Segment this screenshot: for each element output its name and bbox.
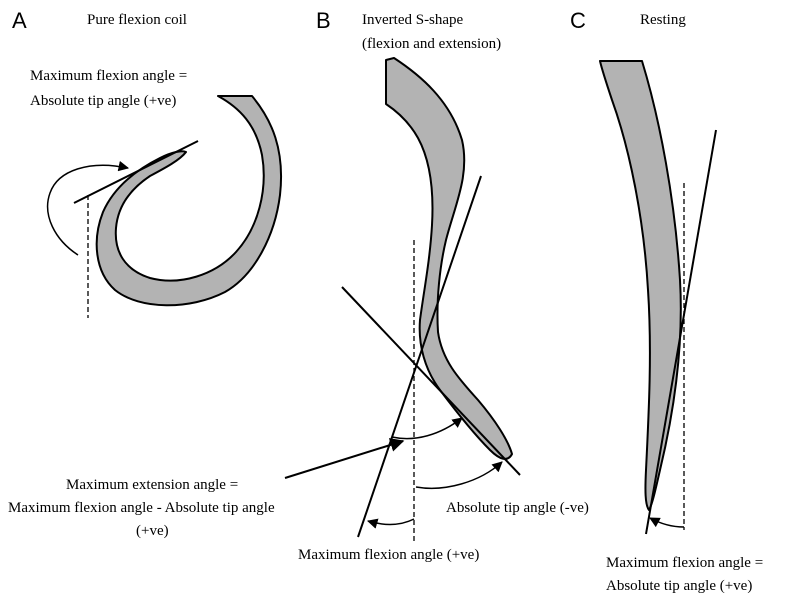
panel-c-tip-tangent (645, 129, 717, 535)
panel-c-letter: C (570, 8, 586, 33)
panel-b-flexion-tangent (357, 175, 482, 538)
panel-b-tip-tangent (341, 286, 521, 476)
panel-b-title-line2: (flexion and extension) (362, 36, 501, 52)
panel-b-extension-arc (391, 417, 463, 440)
panel-b-letter: B (316, 8, 331, 33)
panel-a-coil-shape (95, 95, 283, 307)
panel-a-angle-arrow (46, 160, 130, 256)
panel-b-extension-line3: (+ve) (136, 523, 169, 539)
panel-a-letter: A (12, 8, 27, 33)
panel-b-extension-pointer (284, 438, 405, 479)
panel-a: A Pure flexion coil Maximum flexion angl… (12, 8, 283, 318)
panel-a-title: Pure flexion coil (87, 12, 187, 28)
panel-b-flexion-angle-label: Maximum flexion angle (+ve) (298, 547, 479, 563)
panel-c: C Resting Maximum flexion angle = Absolu… (570, 8, 763, 594)
panel-b-extension-line1: Maximum extension angle = (66, 477, 238, 493)
panel-b-tip-angle-label: Absolute tip angle (-ve) (446, 500, 589, 516)
panel-b: B Inverted S-shape (flexion and extensio… (8, 8, 589, 563)
panel-c-resting-shape (599, 60, 682, 511)
panel-c-angle-arrow (649, 517, 685, 528)
panel-b-extension-line2: Maximum flexion angle - Absolute tip ang… (8, 500, 275, 516)
panel-a-note-line1: Maximum flexion angle = (30, 68, 187, 84)
panel-b-tip-angle-arc (415, 461, 503, 489)
panel-b-flexion-arc (366, 518, 415, 529)
panel-b-s-shape (385, 57, 513, 460)
panel-a-tip-tangent (73, 140, 199, 204)
panel-a-note-line2: Absolute tip angle (+ve) (30, 93, 176, 109)
panel-c-note-line2: Absolute tip angle (+ve) (606, 578, 752, 594)
panel-c-title: Resting (640, 12, 686, 28)
panel-c-note-line1: Maximum flexion angle = (606, 555, 763, 571)
panel-b-title-line1: Inverted S-shape (362, 12, 464, 28)
